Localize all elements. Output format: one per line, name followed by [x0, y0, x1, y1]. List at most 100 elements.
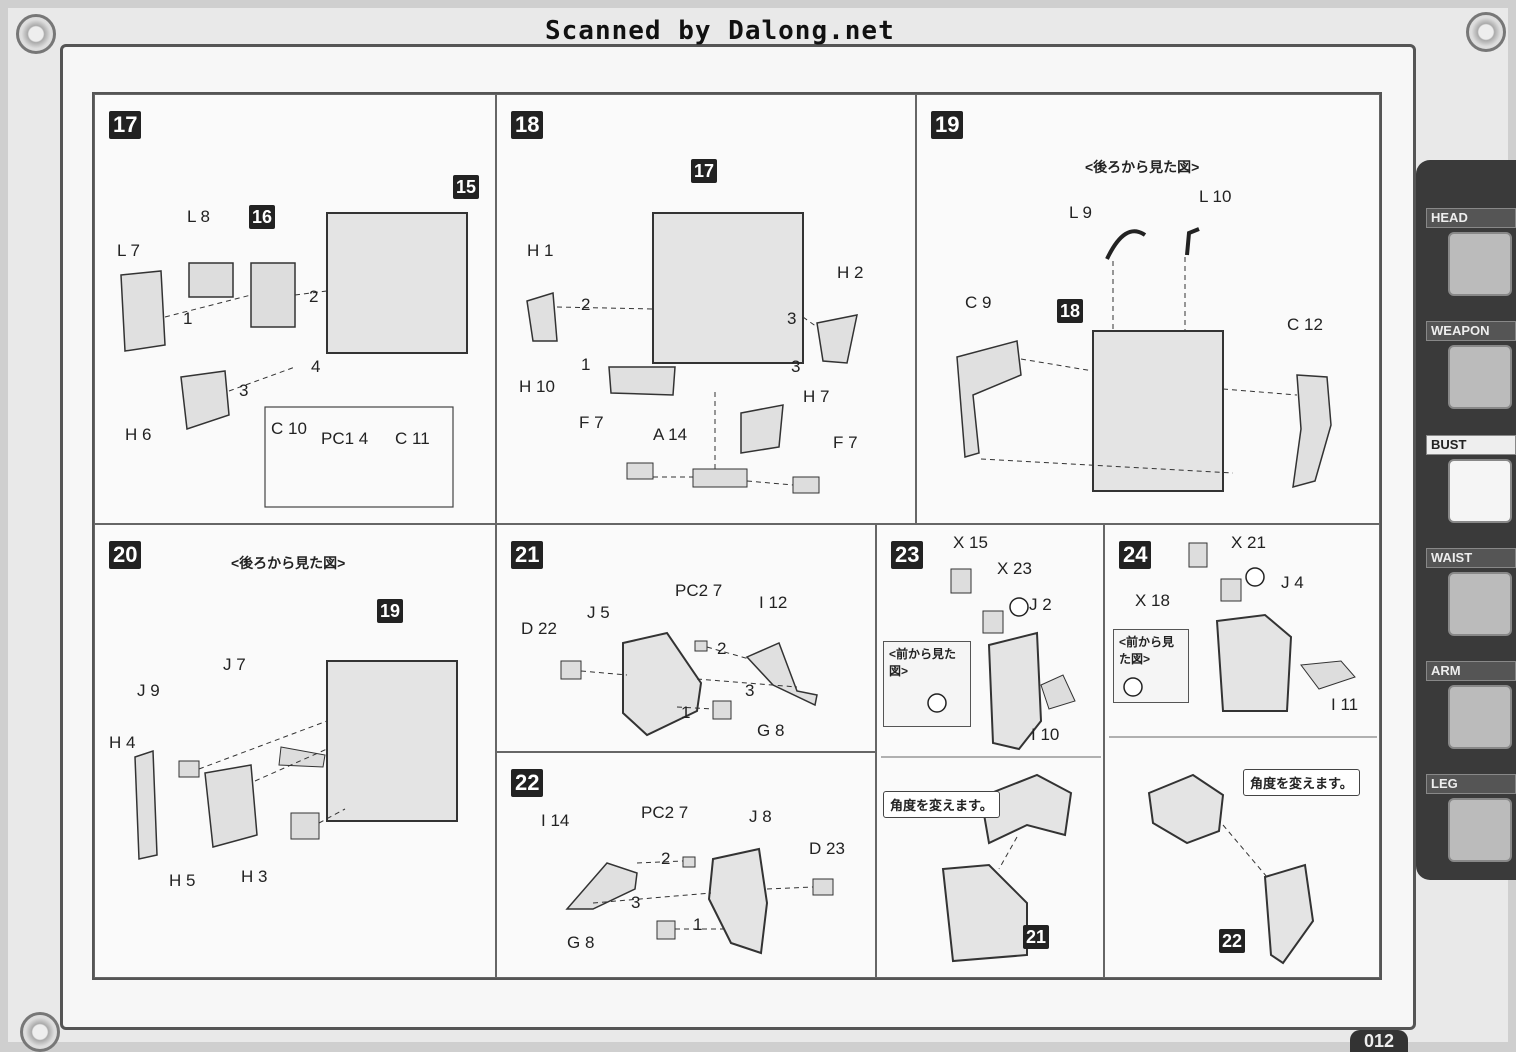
step-18-drawing — [526, 212, 858, 494]
tab-waist[interactable]: WAIST — [1426, 548, 1516, 652]
part-c9: C 9 — [965, 293, 992, 312]
part-h4: H 4 — [109, 733, 136, 752]
ref-16: 16 — [249, 205, 276, 229]
part-h3: H 3 — [241, 867, 268, 886]
part-h10-shape — [608, 366, 676, 396]
caution-icon — [1123, 677, 1143, 697]
part-d23: D 23 — [809, 839, 845, 858]
tab-arm[interactable]: ARM — [1426, 661, 1516, 765]
order-3: 3 — [631, 893, 641, 912]
step-23-drawing — [881, 568, 1101, 963]
waist-thumbnail-icon — [1448, 572, 1512, 636]
leg-thumbnail-icon — [1448, 798, 1512, 862]
order-2: 2 — [309, 287, 319, 306]
part-x18: X 18 — [1135, 591, 1170, 610]
part-d23-shape — [812, 878, 834, 896]
tab-bust[interactable]: BUST — [1426, 435, 1516, 539]
step-number: 24 — [1119, 541, 1152, 569]
part-i11-shape — [1300, 660, 1356, 690]
part-h10: H 10 — [519, 377, 555, 396]
order-1: 1 — [681, 703, 691, 722]
part-x15-shape — [950, 568, 972, 594]
step-19-panel: 19 <後ろから見た図> 18 L 9 L 10 C 9 C 12 — [916, 94, 1380, 524]
step-20-drawing — [134, 660, 458, 860]
part-l7-shape — [120, 270, 166, 352]
order-1: 1 — [581, 355, 591, 374]
tab-head[interactable]: HEAD — [1426, 208, 1516, 312]
tab-label: WAIST — [1426, 548, 1516, 568]
step-22-panel: 22 PC2 7 I 14 J 8 D 23 G 8 1 2 3 — [496, 752, 876, 978]
corner-bolt-icon — [16, 14, 56, 54]
step-number: 22 — [511, 769, 544, 797]
part-c10: C 10 — [271, 419, 307, 438]
part-j7: J 7 — [223, 655, 246, 674]
step-24-drawing — [1109, 542, 1377, 965]
corner-bolt-icon — [20, 1012, 60, 1052]
part-21-shape — [941, 863, 1028, 963]
tab-label: ARM — [1426, 661, 1516, 681]
step-17-drawing — [120, 212, 468, 508]
part-j8-shape — [707, 847, 769, 955]
step-20-panel: 20 <後ろから見た図> 19 J 7 J 9 H 4 H 5 H 3 — [94, 524, 496, 978]
order-1: 1 — [183, 309, 193, 328]
ref-19: 19 — [377, 599, 404, 623]
ref-22: 22 — [1219, 929, 1246, 953]
part-f7b-shape — [792, 476, 820, 494]
part-x15: X 15 — [953, 533, 988, 552]
part-h6-shape — [180, 370, 230, 431]
part-pc27-shape — [682, 856, 696, 868]
caution-icon — [927, 693, 947, 713]
front-view-box: <前から見た図> — [883, 641, 971, 727]
tab-leg[interactable]: LEG — [1426, 774, 1516, 878]
part-c9-shape — [956, 340, 1022, 458]
front-view-label: <前から見た図> — [1119, 635, 1175, 666]
order-3b: 3 — [791, 357, 801, 376]
step-19-drawing — [956, 227, 1332, 492]
part-i12-shape — [745, 641, 818, 707]
part-l10-shape — [1185, 227, 1200, 256]
step-21-panel: 21 PC2 7 J 5 I 12 D 22 G 8 1 2 3 — [496, 524, 876, 752]
step-22-drawing — [565, 847, 834, 955]
step-number: 19 — [931, 111, 964, 139]
front-view-label: <前から見た図> — [889, 647, 957, 678]
part-x23: X 23 — [997, 559, 1032, 578]
part-g8: G 8 — [757, 721, 785, 740]
inset-box — [264, 406, 454, 508]
part-j5-shape — [622, 631, 703, 737]
part-j5: J 5 — [587, 603, 610, 622]
rear-view-label: <後ろから見た図> — [231, 555, 346, 571]
ref-17: 17 — [691, 159, 718, 183]
part-j9: J 9 — [137, 681, 160, 700]
tab-weapon[interactable]: WEAPON — [1426, 321, 1516, 425]
ref-18: 18 — [1057, 299, 1084, 323]
part-h7-shape — [740, 404, 784, 454]
tab-label: BUST — [1426, 435, 1516, 455]
ref-15: 15 — [453, 175, 480, 199]
order-3: 3 — [239, 381, 249, 400]
part-h1: H 1 — [527, 241, 554, 260]
part-c12: C 12 — [1287, 315, 1323, 334]
part-h6: H 6 — [125, 425, 152, 444]
order-4: 4 — [311, 357, 321, 376]
part-l9: L 9 — [1069, 203, 1093, 222]
step-number: 20 — [109, 541, 142, 569]
step-18-panel: 18 17 H 1 H 2 H 10 H 7 F 7 A 14 F 7 1 2 … — [496, 94, 916, 524]
part-l9-shape — [1105, 229, 1147, 260]
part-d22: D 22 — [521, 619, 557, 638]
part-h5-shape — [204, 764, 258, 848]
bust-thumbnail-icon — [1448, 459, 1512, 523]
step-24-panel: 24 <前から見た図> 角度を変えます。 22 X 21 X 18 J 4 I … — [1104, 524, 1380, 978]
part-22-shape — [1263, 863, 1315, 965]
part-l10: L 10 — [1199, 187, 1232, 206]
part-pc27: PC2 7 — [675, 581, 723, 600]
part-h4-shape — [134, 749, 158, 860]
step-number: 21 — [511, 541, 544, 569]
head-front-shape — [987, 631, 1043, 751]
part-g8: G 8 — [567, 933, 595, 952]
corner-bolt-icon — [1466, 12, 1506, 52]
step-21-drawing — [560, 631, 818, 737]
tab-label: LEG — [1426, 774, 1516, 794]
step-number: 17 — [109, 111, 142, 139]
part-h3-shape — [290, 812, 320, 840]
head-side-shape — [1215, 613, 1293, 712]
